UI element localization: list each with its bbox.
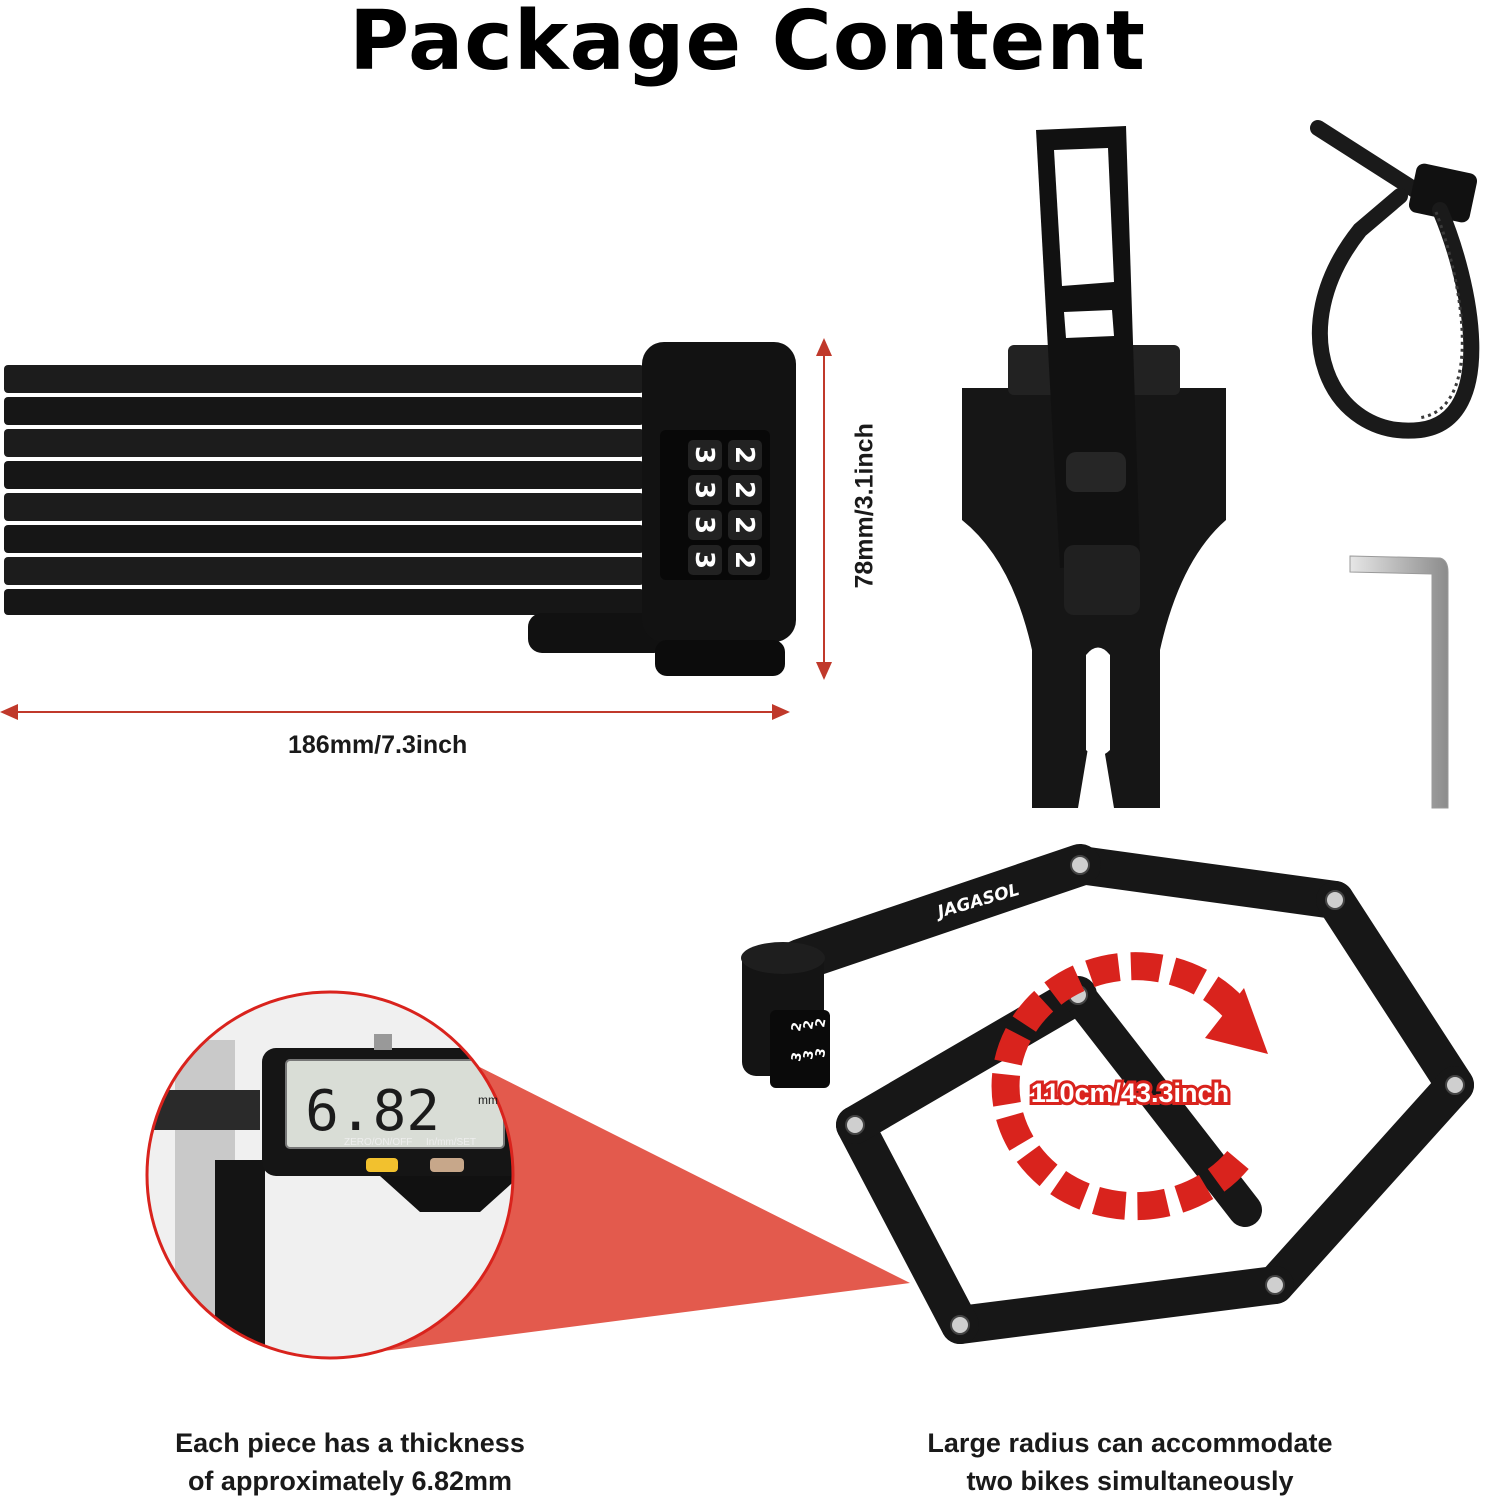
unfolded-dial-digit: 2 — [789, 1021, 805, 1033]
unfolded-dial-digit: 3 — [801, 1049, 817, 1061]
unfolded-dials: 2 2 2 3 3 3 — [789, 1017, 829, 1063]
dial-digit: 2 — [729, 446, 759, 464]
dial-digit: 2 — [729, 516, 759, 534]
thickness-caption-line1: Each piece has a thickness — [175, 1428, 525, 1458]
dial-wheel — [688, 510, 722, 540]
mounting-bracket-image — [962, 126, 1226, 808]
radius-caption: Large radius can accommodate two bikes s… — [860, 1424, 1400, 1500]
dial-wheel — [728, 440, 762, 470]
radius-caption-line2: two bikes simultaneously — [966, 1466, 1294, 1496]
caliper-lens-image — [145, 990, 515, 1360]
unfolded-dial-digit: 2 — [801, 1019, 817, 1031]
unfolded-dial-digit: 3 — [813, 1047, 829, 1059]
radius-label: 110cm/43.3inch — [1031, 1078, 1229, 1108]
width-dimension-label: 186mm/7.3inch — [288, 731, 468, 759]
thickness-caption: Each piece has a thickness of approximat… — [80, 1424, 620, 1500]
dial-digit: 2 — [729, 481, 759, 499]
dial-wheel — [688, 475, 722, 505]
page-title: Package Content — [349, 0, 1146, 89]
dial-digit: 2 — [729, 551, 759, 569]
dial-wheel — [728, 475, 762, 505]
thickness-caption-line2: of approximately 6.82mm — [187, 1466, 513, 1496]
unfolded-dial-digit: 2 — [813, 1017, 829, 1029]
height-dimension-label: 78mm/3.1inch — [850, 423, 879, 589]
caliper-set-label: In/mm/SET — [426, 1137, 476, 1148]
cable-tie-image — [1310, 120, 1480, 439]
dial-wheel — [688, 440, 722, 470]
dial-wheel — [728, 545, 762, 575]
unfolded-dial-digit: 3 — [789, 1051, 805, 1063]
dial-digit: 3 — [689, 516, 719, 534]
radius-caption-line1: Large radius can accommodate — [927, 1428, 1333, 1458]
dial-wheel — [728, 510, 762, 540]
folded-lock-image — [4, 342, 796, 676]
dial-digit: 3 — [689, 446, 719, 464]
caliper-reading: 6.82 — [305, 1079, 440, 1144]
radius-arrow-icon — [991, 952, 1268, 1221]
dial-digit: 3 — [689, 551, 719, 569]
caliper-unit: mm — [478, 1093, 498, 1107]
caliper-zero-label: ZERO/ON/OFF — [344, 1137, 412, 1148]
dial-digit: 3 — [689, 481, 719, 499]
allen-key-image — [1349, 555, 1449, 809]
dial-wheel — [688, 545, 722, 575]
